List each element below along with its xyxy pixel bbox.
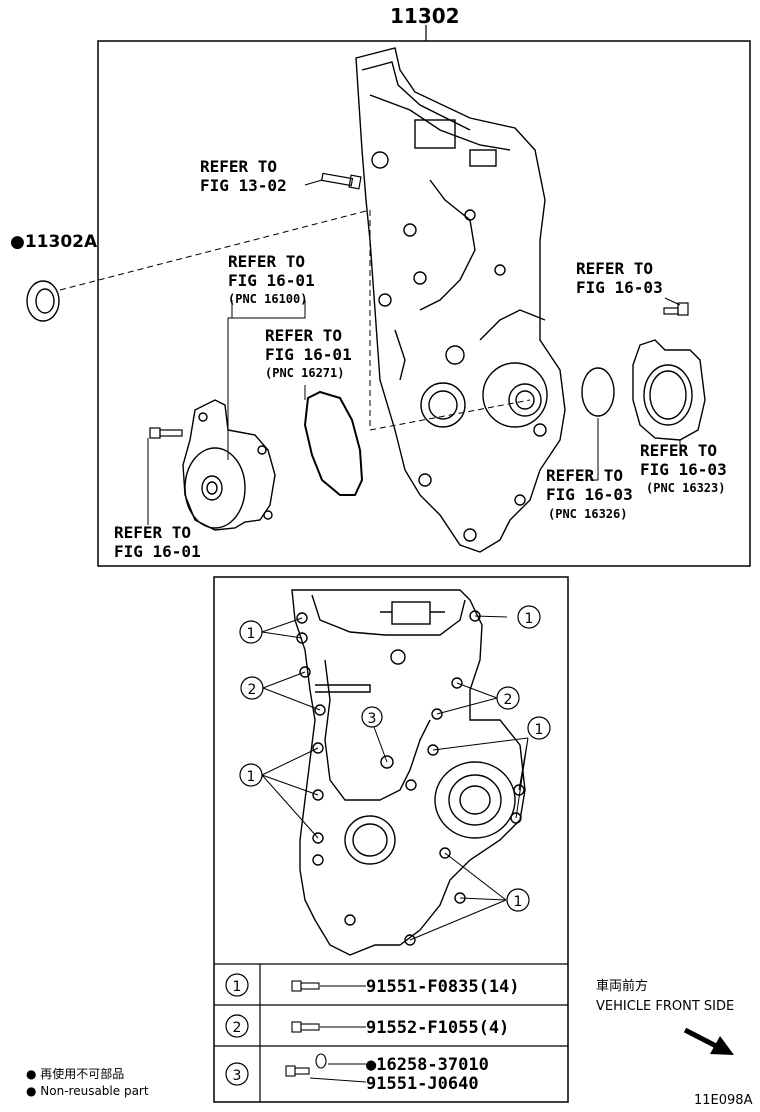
svg-text:(PNC 16323): (PNC 16323) (646, 481, 725, 495)
svg-text:(PNC 16326): (PNC 16326) (548, 507, 627, 521)
callout-2-right: 2 (496, 686, 520, 710)
refer-label-16-03-pnc16326: REFER TO FIG 16-03 (PNC 16326) (546, 466, 633, 521)
svg-text:REFER TO: REFER TO (200, 157, 277, 176)
oil-seal-icon (26, 280, 60, 322)
svg-text:FIG 16-01: FIG 16-01 (228, 271, 315, 290)
svg-text:REFER TO: REFER TO (114, 523, 191, 542)
main-part-number: 11302 (390, 4, 460, 28)
refer-label-16-03: REFER TO FIG 16-03 (576, 259, 663, 297)
svg-text:2: 2 (233, 1020, 242, 1036)
water-pump-icon (182, 399, 276, 531)
table-row-1: 1 91551-F0835(14) (225, 973, 520, 997)
front-arrow-icon (683, 1027, 734, 1055)
refer-label-16-01-pnc16271: REFER TO FIG 16-01 (PNC 16271) (265, 326, 352, 380)
figure-id: 11E098A (694, 1093, 753, 1108)
svg-text:1: 1 (525, 611, 534, 627)
svg-text:FIG 16-01: FIG 16-01 (265, 345, 352, 364)
fastener-table (214, 963, 568, 1102)
svg-text:REFER TO: REFER TO (265, 326, 342, 345)
seal-part-number: ●11302A (10, 232, 98, 252)
callout-leaders (261, 615, 529, 941)
refer-label-16-01-pump: REFER TO FIG 16-01 (114, 523, 201, 561)
bottom-panel-frame (213, 576, 569, 1103)
legend-en: ● Non-reusable part (26, 1084, 149, 1098)
part-number: 91551-F0835(14) (366, 977, 520, 997)
svg-text:REFER TO: REFER TO (228, 252, 305, 271)
svg-text:3: 3 (233, 1068, 242, 1084)
svg-text:FIG 16-03: FIG 16-03 (576, 278, 663, 297)
callout-2-left: 2 (240, 676, 264, 700)
direction-jp: 車両前方 (596, 978, 648, 994)
svg-text:3: 3 (368, 711, 377, 727)
svg-text:FIG 16-03: FIG 16-03 (546, 485, 633, 504)
callout-1-bottom-right: 1 (506, 888, 530, 912)
svg-text:FIG 16-03: FIG 16-03 (640, 460, 727, 479)
refer-label-16-01-pnc16100: REFER TO FIG 16-01 (PNC 16100) (228, 252, 315, 306)
svg-text:1: 1 (514, 894, 523, 910)
part-number: ●16258-37010 (366, 1055, 489, 1075)
svg-text:FIG 13-02: FIG 13-02 (200, 176, 287, 195)
svg-text:(PNC 16271): (PNC 16271) (265, 366, 344, 380)
svg-text:FIG 16-01: FIG 16-01 (114, 542, 201, 561)
svg-text:1: 1 (233, 979, 242, 995)
callout-1-mid-right: 1 (527, 716, 551, 740)
svg-text:1: 1 (247, 626, 256, 642)
flange-bolt-icon (291, 980, 320, 992)
bolt-washer-icon (285, 1053, 327, 1077)
callout-1-top-left: 1 (239, 620, 263, 644)
pump-gasket-icon (303, 390, 364, 496)
o-ring-icon (581, 367, 615, 417)
refer-label-16-03-pnc16323: REFER TO FIG 16-03 (PNC 16323) (640, 441, 727, 495)
part-number: 91551-J0640 (366, 1074, 479, 1094)
svg-text:1: 1 (247, 769, 256, 785)
top-panel-frame (97, 40, 751, 567)
part-number: 91552-F1055(4) (366, 1018, 509, 1038)
bolt-icon (321, 172, 362, 190)
callout-3: 3 (361, 706, 383, 728)
direction-en: VEHICLE FRONT SIDE (596, 999, 734, 1014)
refer-label-13-02: REFER TO FIG 13-02 (200, 157, 287, 195)
svg-text:(PNC 16100): (PNC 16100) (228, 292, 307, 306)
callout-1-top-right: 1 (517, 605, 541, 629)
table-row-2: 2 91552-F1055(4) (225, 1014, 509, 1038)
svg-text:2: 2 (504, 692, 513, 708)
water-inlet-icon (632, 339, 706, 441)
table-row-3: 3 ●16258-37010 91551-J0640 (225, 1053, 489, 1094)
svg-text:REFER TO: REFER TO (640, 441, 717, 460)
svg-text:REFER TO: REFER TO (546, 466, 623, 485)
flange-bolt-icon (291, 1021, 320, 1033)
svg-text:1: 1 (535, 722, 544, 738)
timing-cover-illustration (355, 47, 566, 553)
inlet-bolt-icon (663, 302, 689, 316)
cover-bolt-layout-illustration (291, 589, 526, 956)
svg-text:REFER TO: REFER TO (576, 259, 653, 278)
svg-text:2: 2 (248, 682, 257, 698)
legend-jp: ● 再使用不可部品 (26, 1066, 124, 1081)
pump-bolt-icon (149, 427, 183, 439)
callout-1-mid-left: 1 (239, 763, 263, 787)
